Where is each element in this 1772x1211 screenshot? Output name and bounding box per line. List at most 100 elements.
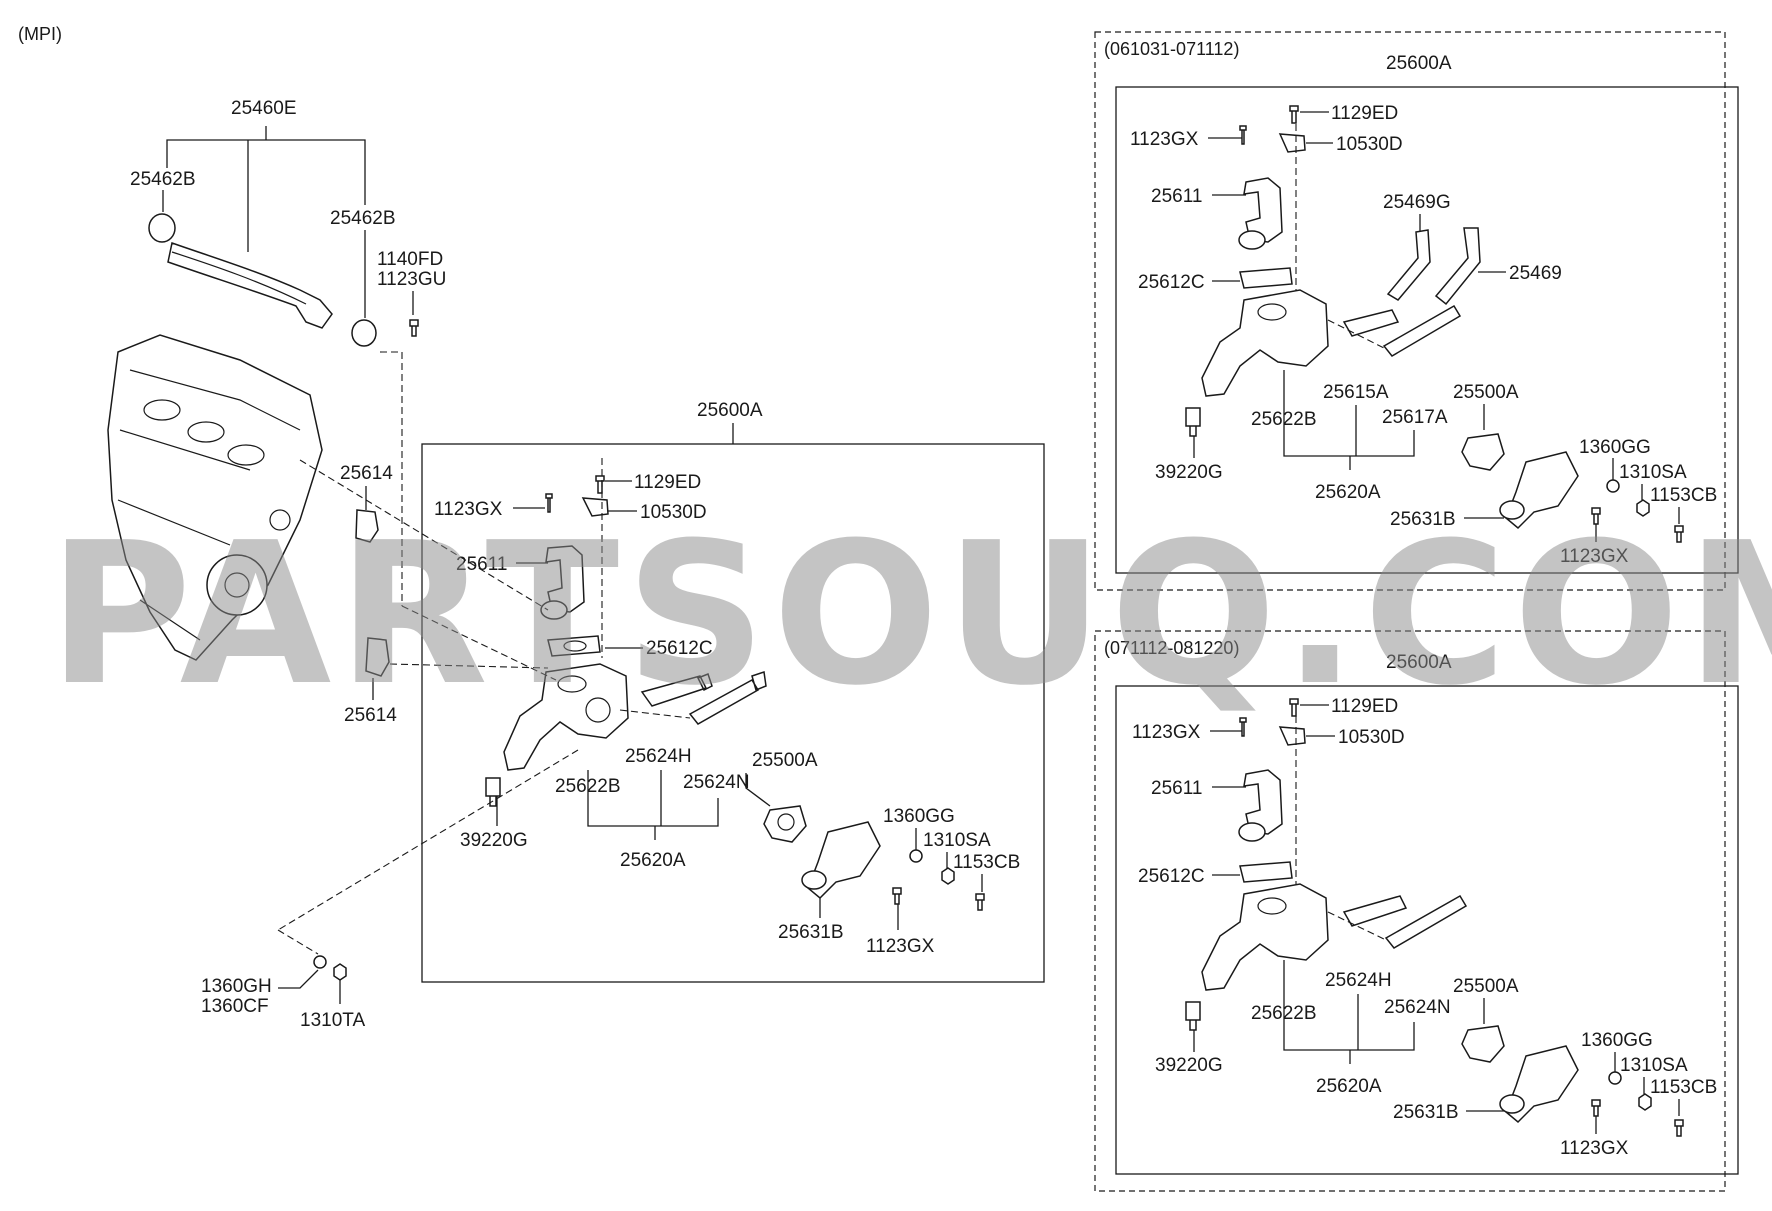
inset-top-title[interactable]: 25600A xyxy=(1386,53,1452,74)
label-hose-n[interactable]: 25624N xyxy=(683,772,750,793)
it-label-pipe[interactable]: 25611 xyxy=(1151,186,1202,207)
it-label-sensor[interactable]: 39220G xyxy=(1155,462,1223,483)
label-hose-h[interactable]: 25624H xyxy=(625,746,692,767)
bolt-cb-icon xyxy=(975,893,985,911)
bolt-icon xyxy=(409,319,419,337)
ib-label-gasket[interactable]: 25612C xyxy=(1138,866,1205,887)
label-fitting[interactable]: 25620A xyxy=(620,850,686,871)
label-nut-b[interactable]: 1360CF xyxy=(201,996,269,1017)
it-label-thermostat[interactable]: 25500A xyxy=(1453,382,1519,403)
it-nut-sa-icon xyxy=(1636,499,1650,517)
it-label-bolt-left[interactable]: 1123GX xyxy=(1130,129,1199,150)
thermostat-spring xyxy=(777,813,795,831)
ib-label-sensor[interactable]: 39220G xyxy=(1155,1055,1223,1076)
nut-sa-icon xyxy=(941,867,955,885)
assembly-title[interactable]: 25600A xyxy=(697,400,763,421)
it-label-gasket[interactable]: 25612C xyxy=(1138,272,1205,293)
ib-label-bracket[interactable]: 10530D xyxy=(1338,727,1405,748)
ib-pipe-mouth xyxy=(1238,822,1266,842)
water-pipe-seam xyxy=(171,251,307,305)
label-oring-right[interactable]: 25462B xyxy=(330,208,396,229)
it-label-nut-gg[interactable]: 1360GG xyxy=(1579,437,1651,458)
water-pipe xyxy=(167,242,333,329)
label-gasket-lower[interactable]: 25614 xyxy=(344,705,397,726)
nut-c-icon xyxy=(333,963,347,981)
it-label-hose-a2[interactable]: 25617A xyxy=(1382,407,1448,428)
it-gasket-part xyxy=(1239,267,1293,289)
label-outlet[interactable]: 25631B xyxy=(778,922,844,943)
ib-gasket-part xyxy=(1239,861,1293,883)
ib-bolt-left-icon xyxy=(1239,717,1247,737)
gasket-c-hole xyxy=(563,640,587,652)
dash-8 xyxy=(277,929,319,955)
label-gasket-c[interactable]: 25612C xyxy=(646,638,713,659)
it-label-hose-a[interactable]: 25615A xyxy=(1323,382,1389,403)
bolt-left-icon xyxy=(545,493,553,513)
label-bolt-a[interactable]: 1140FD xyxy=(377,249,443,270)
dash-7 xyxy=(277,749,579,931)
inset-top-frame xyxy=(1094,31,1726,591)
it-label-bracket[interactable]: 10530D xyxy=(1336,134,1403,155)
ib-label-hose-h[interactable]: 25624H xyxy=(1325,970,1392,991)
label-pipe[interactable]: 25460E xyxy=(231,98,297,119)
it-label-outlet[interactable]: 25631B xyxy=(1390,509,1456,530)
it-sensor-part xyxy=(1185,407,1201,437)
ib-label-bolt-left[interactable]: 1123GX xyxy=(1132,722,1201,743)
it-hose-g-part xyxy=(1386,229,1431,301)
it-bolt-cb-icon xyxy=(1674,525,1684,543)
gasket-c-part xyxy=(547,635,601,657)
it-label-bolt-gx[interactable]: 1123GX xyxy=(1560,546,1629,567)
ib-label-nut-sa[interactable]: 1310SA xyxy=(1620,1055,1688,1076)
it-label-hose-g[interactable]: 25469G xyxy=(1383,192,1451,213)
ib-label-bolt-top[interactable]: 1129ED xyxy=(1331,696,1398,717)
bolt-gx-icon xyxy=(892,887,902,905)
housing-part xyxy=(503,663,629,771)
label-pipe-25611[interactable]: 25611 xyxy=(456,554,507,575)
label-bolt-gx[interactable]: 1123GX xyxy=(866,936,935,957)
label-bolt-left[interactable]: 1123GX xyxy=(434,499,503,520)
bolt-top-icon xyxy=(595,475,605,494)
label-bracket[interactable]: 10530D xyxy=(640,502,707,523)
engine-pulley xyxy=(206,554,268,616)
ib-thermostat-part xyxy=(1461,1025,1505,1063)
assembly-parts: 1129ED 1123GX 10530D 25611 25612C 25624H… xyxy=(434,472,1020,957)
ib-label-fitting[interactable]: 25620A xyxy=(1316,1076,1382,1097)
label-bolt-cb[interactable]: 1153CB xyxy=(953,852,1020,873)
dashed-connectors xyxy=(277,351,691,955)
dash-4 xyxy=(299,459,549,611)
ib-label-bolt-gx[interactable]: 1123GX xyxy=(1560,1138,1629,1159)
label-nut-gg[interactable]: 1360GG xyxy=(883,806,955,827)
label-nut-sa[interactable]: 1310SA xyxy=(923,830,991,851)
it-label-nut-sa[interactable]: 1310SA xyxy=(1619,462,1687,483)
label-gasket-upper[interactable]: 25614 xyxy=(340,463,393,484)
it-label-hose[interactable]: 25469 xyxy=(1509,263,1562,284)
it-label-fitting[interactable]: 25620A xyxy=(1315,482,1381,503)
oring-left xyxy=(148,213,176,243)
pipe-group-bracket xyxy=(166,139,366,205)
ib-nut-gg-icon xyxy=(1608,1071,1622,1085)
nut-gg-icon xyxy=(909,849,923,863)
ib-label-pipe[interactable]: 25611 xyxy=(1151,778,1202,799)
it-label-bolt-cb[interactable]: 1153CB xyxy=(1650,485,1717,506)
it-label-bolt-top[interactable]: 1129ED xyxy=(1331,103,1398,124)
label-bolt-top[interactable]: 1129ED xyxy=(634,472,701,493)
inset-bottom-title[interactable]: 25600A xyxy=(1386,652,1452,673)
watermark: PARTSOUQ.COM xyxy=(48,501,1772,729)
ib-label-bolt-cb[interactable]: 1153CB xyxy=(1650,1077,1717,1098)
label-thermostat[interactable]: 25500A xyxy=(752,750,818,771)
inset-bottom-frame xyxy=(1094,630,1726,1192)
housing-port-2 xyxy=(585,697,611,723)
ib-label-outlet[interactable]: 25631B xyxy=(1393,1102,1459,1123)
ib-bolt-cb-icon xyxy=(1674,1119,1684,1137)
ib-label-nut-gg[interactable]: 1360GG xyxy=(1581,1030,1653,1051)
label-nut-c[interactable]: 1310TA xyxy=(300,1010,365,1031)
ib-label-hose-n[interactable]: 25624N xyxy=(1384,997,1451,1018)
inset-bottom-date: (071112-081220) xyxy=(1104,638,1239,658)
label-bolt-b[interactable]: 1123GU xyxy=(377,269,446,290)
ib-label-thermostat[interactable]: 25500A xyxy=(1453,976,1519,997)
ib-hose-n-part xyxy=(1384,894,1468,949)
label-sensor[interactable]: 39220G xyxy=(460,830,528,851)
label-nut-a[interactable]: 1360GH xyxy=(201,976,272,997)
label-oring-left[interactable]: 25462B xyxy=(130,169,196,190)
